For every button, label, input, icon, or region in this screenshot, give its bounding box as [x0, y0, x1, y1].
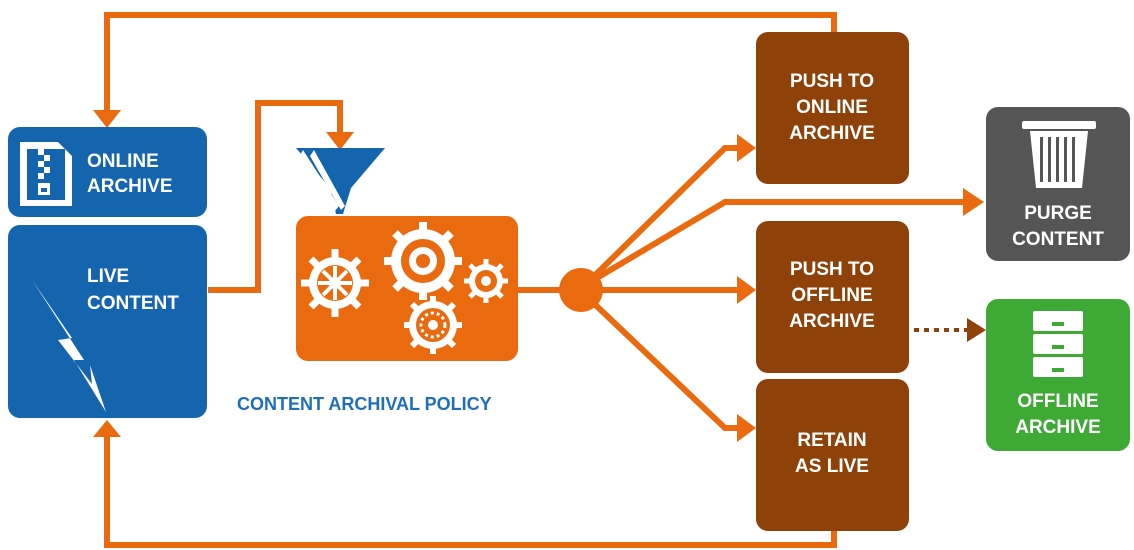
- trash-bin-icon: [1022, 121, 1096, 188]
- offline-archive-node[interactable]: OFFLINE ARCHIVE: [986, 299, 1130, 451]
- online-archive-node[interactable]: ONLINE ARCHIVE: [8, 127, 207, 217]
- loop-bottom-connector: [104, 435, 837, 548]
- gears-funnel-icon: [296, 148, 385, 214]
- live-content-label-line1: LIVE: [87, 266, 129, 287]
- arrowhead-funnel: [326, 132, 354, 150]
- arrowhead-retain: [737, 414, 756, 442]
- arrowhead-online-archive: [93, 110, 121, 128]
- hub-to-purge-connector: [583, 199, 965, 288]
- online-archive-label-line1: ONLINE: [87, 151, 159, 172]
- loop-top-connector: [104, 12, 837, 112]
- policy-node[interactable]: [296, 216, 518, 361]
- arrowhead-purge: [963, 188, 984, 216]
- purge-content-label-line2: CONTENT: [1012, 229, 1104, 250]
- gear-icon: [301, 222, 508, 354]
- arrowhead-push-online: [737, 134, 756, 162]
- push-offline-label-line2: OFFLINE: [791, 285, 872, 306]
- policy-label: CONTENT ARCHIVAL POLICY: [237, 394, 492, 414]
- live-content-label-line2: CONTENT: [87, 293, 179, 314]
- arrowhead-live-content: [93, 420, 121, 437]
- arrowhead-offline-archive: [967, 318, 986, 342]
- hub-to-retain-connector: [582, 292, 740, 431]
- distribution-hub: [559, 268, 603, 312]
- hub-to-push-online-connector: [582, 145, 740, 288]
- live-content-node[interactable]: LIVE CONTENT: [8, 225, 207, 418]
- zip-archive-icon: [20, 142, 72, 206]
- lightning-bolt-icon: [32, 280, 106, 412]
- retain-live-node[interactable]: RETAIN AS LIVE: [756, 379, 909, 531]
- push-online-label-line3: ARCHIVE: [789, 123, 875, 144]
- arrowhead-push-offline: [737, 276, 756, 304]
- live-to-policy-connector: [208, 100, 343, 293]
- offline-archive-label-line1: OFFLINE: [1017, 391, 1098, 412]
- retain-live-label-line1: RETAIN: [797, 430, 866, 451]
- online-archive-label-line2: ARCHIVE: [87, 176, 173, 197]
- purge-content-node[interactable]: PURGE CONTENT: [986, 107, 1130, 261]
- offline-archive-label-line2: ARCHIVE: [1015, 417, 1101, 438]
- arrowheads: [93, 110, 986, 442]
- push-online-node[interactable]: PUSH TO ONLINE ARCHIVE: [756, 32, 909, 184]
- push-online-label-line1: PUSH TO: [790, 71, 874, 92]
- push-offline-label-line1: PUSH TO: [790, 259, 874, 280]
- purge-content-label-line1: PURGE: [1024, 203, 1092, 224]
- push-offline-node[interactable]: PUSH TO OFFLINE ARCHIVE: [756, 221, 909, 373]
- push-online-label-line2: ONLINE: [796, 97, 868, 118]
- filing-cabinet-icon: [1033, 311, 1083, 377]
- retain-live-label-line2: AS LIVE: [795, 456, 869, 477]
- connectors: [104, 12, 968, 548]
- push-offline-label-line3: ARCHIVE: [789, 311, 875, 332]
